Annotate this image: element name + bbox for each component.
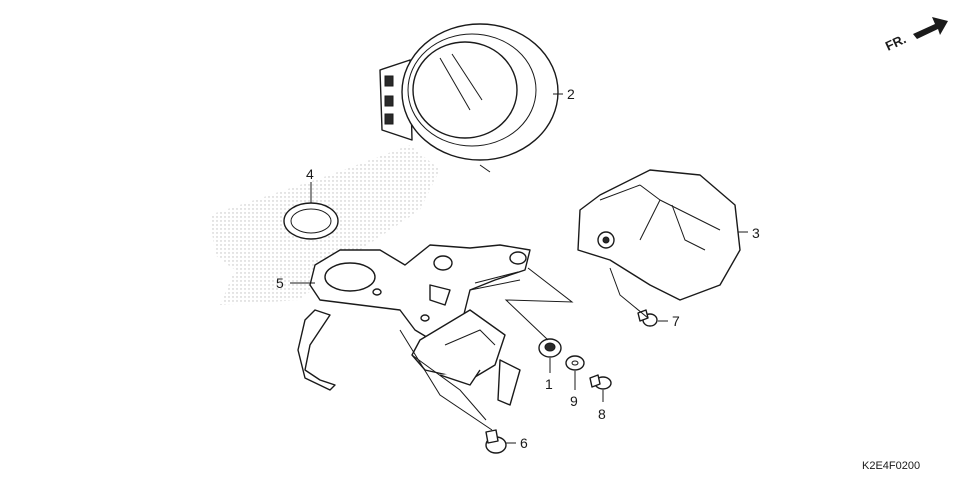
ref-label-4: 4 bbox=[306, 166, 314, 182]
meter-case-part-2 bbox=[379, 23, 559, 173]
ref-label-9: 9 bbox=[570, 393, 578, 409]
grommet-part-4 bbox=[283, 202, 339, 240]
ref-label-8: 8 bbox=[598, 406, 606, 422]
cover-part-3 bbox=[577, 169, 741, 301]
rubber-mount-part-1 bbox=[538, 338, 562, 358]
ref-label-6: 6 bbox=[520, 435, 528, 451]
leader-lines bbox=[290, 93, 748, 444]
arrow-icon bbox=[913, 17, 948, 39]
bolt-part-8 bbox=[589, 374, 612, 390]
front-direction-indicator: FR. bbox=[883, 17, 948, 54]
bolt-part-6 bbox=[485, 429, 507, 454]
ref-label-5: 5 bbox=[276, 275, 284, 291]
washer-part-9 bbox=[565, 355, 585, 371]
ref-label-1: 1 bbox=[545, 376, 553, 392]
reference-labels: 2 3 4 5 1 9 8 7 6 bbox=[276, 86, 760, 451]
ref-label-7: 7 bbox=[672, 313, 680, 329]
ref-label-3: 3 bbox=[752, 225, 760, 241]
ref-label-2: 2 bbox=[567, 86, 575, 102]
diagram-code: K2E4F0200 bbox=[862, 460, 920, 472]
direction-label: FR. bbox=[883, 31, 908, 53]
bracket-part-5 bbox=[297, 244, 531, 406]
